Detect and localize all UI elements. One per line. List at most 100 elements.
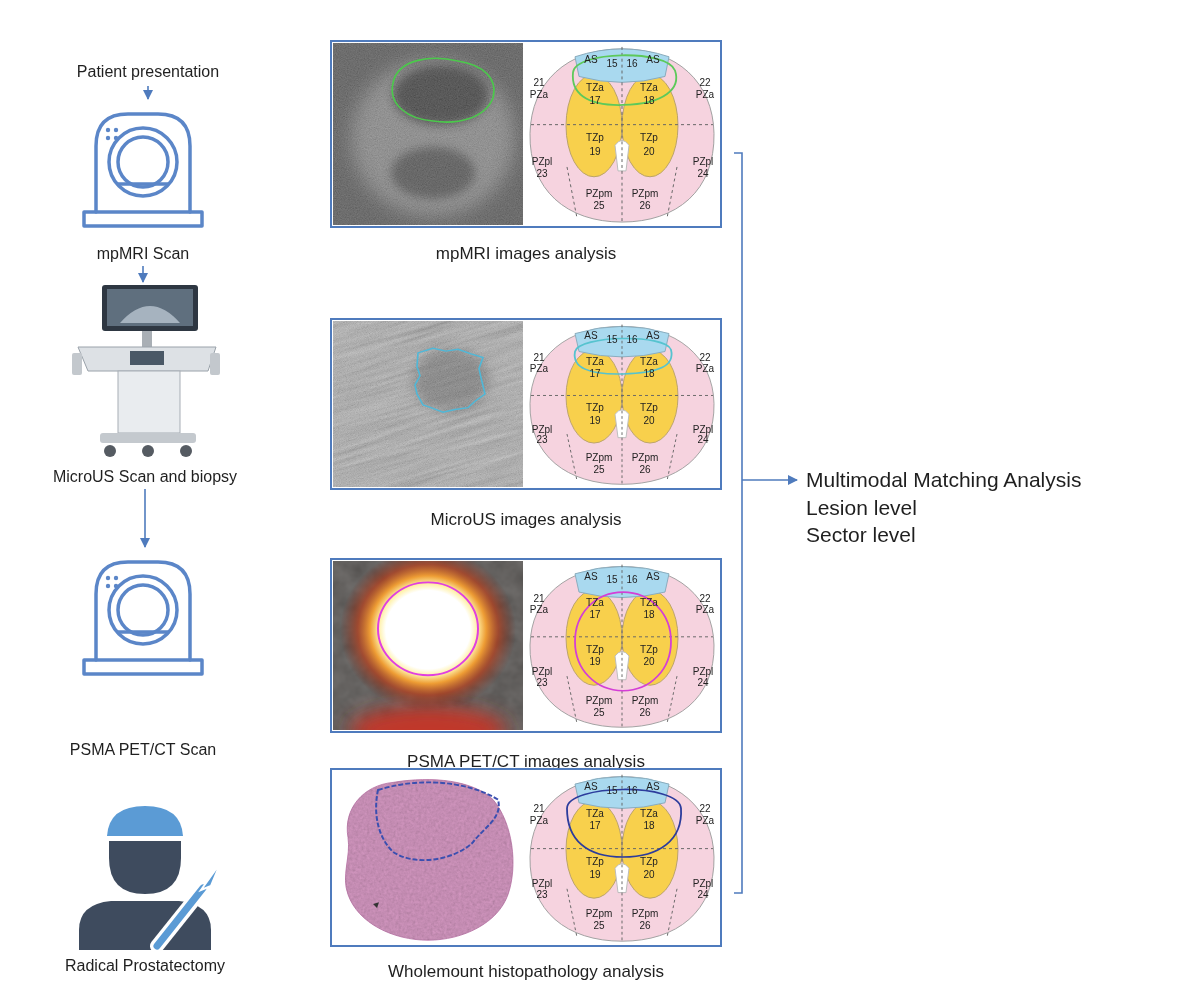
cart-body: [118, 371, 180, 433]
transition-zone: [622, 590, 678, 685]
scanner-dot: [114, 128, 118, 132]
wheel: [142, 445, 154, 457]
sector-label: 19: [589, 146, 600, 157]
scanner-dot: [114, 584, 118, 588]
sector-label: 22: [699, 77, 710, 88]
sector-label: TZp: [586, 643, 604, 654]
scanner-dot: [106, 584, 110, 588]
scanner-table: [118, 182, 168, 186]
us-streaks: [333, 321, 523, 487]
sector-label: PZpm: [632, 187, 659, 198]
histo-contour: [376, 782, 499, 860]
scanner-table: [118, 630, 168, 634]
scanner-body: [96, 114, 190, 212]
transition-zone: [622, 801, 678, 898]
image-panel: Wholemount histopathology analysisAS1516…: [330, 768, 722, 947]
sector-label: PZpl: [693, 665, 714, 676]
sector-label: 21: [533, 77, 544, 88]
scanner-lines: [84, 562, 202, 674]
sector-label: PZa: [696, 814, 714, 825]
summary-text: Lesion level: [806, 495, 917, 521]
sector-label: 15: [606, 574, 617, 585]
probe-holder: [210, 353, 220, 375]
scalpel-blade: [201, 862, 221, 890]
sector-label: AS: [584, 53, 597, 64]
transition-zone: [622, 74, 678, 176]
merge-bracket: [734, 153, 742, 893]
sector-label: PZpl: [693, 156, 714, 167]
sector-label: TZa: [586, 82, 604, 93]
sector-label: AS: [646, 53, 659, 64]
sector-label: AS: [646, 330, 659, 341]
wheel: [104, 445, 116, 457]
image-panel: MicroUS images analysisAS1516AS21PZa22PZ…: [330, 318, 722, 490]
panel-caption: MicroUS images analysis: [330, 510, 722, 530]
tissue-mark: [373, 902, 379, 908]
scanner-dot: [106, 576, 110, 580]
step-label: PSMA PET/CT Scan: [58, 740, 228, 760]
sector-label: PZa: [696, 362, 714, 373]
sector-label: 25: [593, 200, 604, 211]
sector-label: PZpl: [693, 423, 714, 434]
flow-arrow: [144, 489, 146, 547]
sector-divider: [622, 565, 623, 729]
summary-text: Multimodal Matching Analysis: [806, 467, 1081, 493]
flow-arrow: [147, 86, 149, 99]
sector-label: 21: [533, 592, 544, 603]
sector-label: AS: [584, 330, 597, 341]
scanner-dot: [114, 576, 118, 580]
sector-label: 19: [589, 656, 600, 667]
sector-label: 25: [593, 920, 604, 931]
sector-divider: [531, 395, 713, 396]
sector-label: 16: [626, 574, 637, 585]
sector-label: 26: [639, 200, 650, 211]
sector-label: TZa: [586, 356, 604, 367]
sector-label: PZpl: [532, 878, 553, 889]
sector-label: AS: [646, 570, 659, 581]
sector-divider: [531, 636, 713, 637]
sector-label: 22: [699, 592, 710, 603]
scanner-dot: [106, 128, 110, 132]
sector-label: TZa: [640, 808, 658, 819]
surgeon-cap: [107, 806, 183, 836]
sector-label: 23: [536, 434, 547, 445]
scanner-icon: [68, 100, 218, 240]
scanner-lines: [84, 114, 202, 226]
transition-zone: [566, 74, 622, 176]
sector-label: 21: [533, 803, 544, 814]
sector-label: 26: [639, 920, 650, 931]
sector-label: 18: [643, 820, 654, 831]
sector-label: AS: [646, 780, 659, 791]
sector-label: TZp: [586, 132, 604, 143]
image-panel: PSMA PET/CT images analysisAS1516AS21PZa…: [330, 558, 722, 733]
sector-label: 16: [626, 57, 637, 68]
sector-label: 20: [643, 656, 654, 667]
sector-label: 25: [593, 706, 604, 717]
monitor: [102, 285, 198, 331]
sector-label: TZp: [640, 402, 658, 413]
surgery-step: Radical Prostatectomy: [55, 800, 235, 976]
sector-label: PZpm: [586, 452, 613, 463]
transition-zone: [622, 350, 678, 443]
sector-label: 24: [697, 167, 708, 178]
tissue-texture: [333, 771, 523, 944]
sector-label: TZp: [640, 643, 658, 654]
sector-label: 21: [533, 351, 544, 362]
sector-label: 23: [536, 889, 547, 900]
scan-image: [333, 321, 523, 487]
transition-zone: [566, 801, 622, 898]
sector-divider: [622, 325, 623, 486]
sector-divider: [667, 434, 677, 481]
sector-label: PZa: [696, 603, 714, 614]
monitor-screen: [107, 289, 193, 326]
probe-holder: [72, 353, 82, 375]
mri-contour: [392, 58, 494, 122]
sector-label: AS: [584, 570, 597, 581]
sector-label: 26: [639, 464, 650, 475]
panel-caption: Wholemount histopathology analysis: [330, 962, 722, 982]
sector-label: PZa: [530, 814, 548, 825]
sector-label: 19: [589, 868, 600, 879]
sector-divider: [531, 848, 713, 849]
cart-base: [100, 433, 196, 443]
